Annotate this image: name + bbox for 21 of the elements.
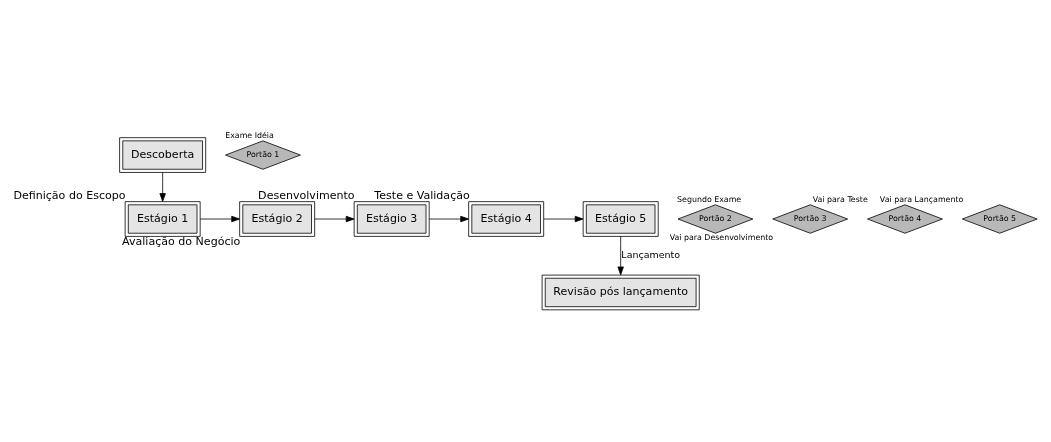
arrow	[543, 215, 584, 223]
node-diamond: Portão 4	[867, 204, 943, 234]
node-label: Vai para Desenvolvimento	[669, 232, 774, 242]
arrow	[428, 215, 469, 223]
node-label: Segundo Exame	[677, 195, 742, 205]
node-label: Vai para Teste	[812, 195, 868, 205]
node-diamond: Portão 5	[961, 204, 1038, 234]
node-label: Definição do Escopo	[13, 188, 126, 202]
edge-label: Lançamento	[621, 249, 681, 261]
node-label: Exame Idéia	[225, 131, 274, 141]
node-label: Vai para Lançamento	[879, 195, 964, 205]
arrow	[199, 215, 240, 223]
node-label: Avaliação do Negócio	[122, 235, 241, 249]
node-diamond: Portão 3	[772, 204, 849, 234]
arrow	[314, 215, 355, 223]
arrow	[159, 172, 166, 202]
arrow	[617, 236, 624, 276]
node-diamond: Portão 1	[225, 140, 301, 170]
node-label: Desenvolvimento	[258, 188, 355, 202]
node-diamond: Portão 2	[677, 204, 754, 234]
node-label: Teste e Validação	[374, 188, 470, 202]
